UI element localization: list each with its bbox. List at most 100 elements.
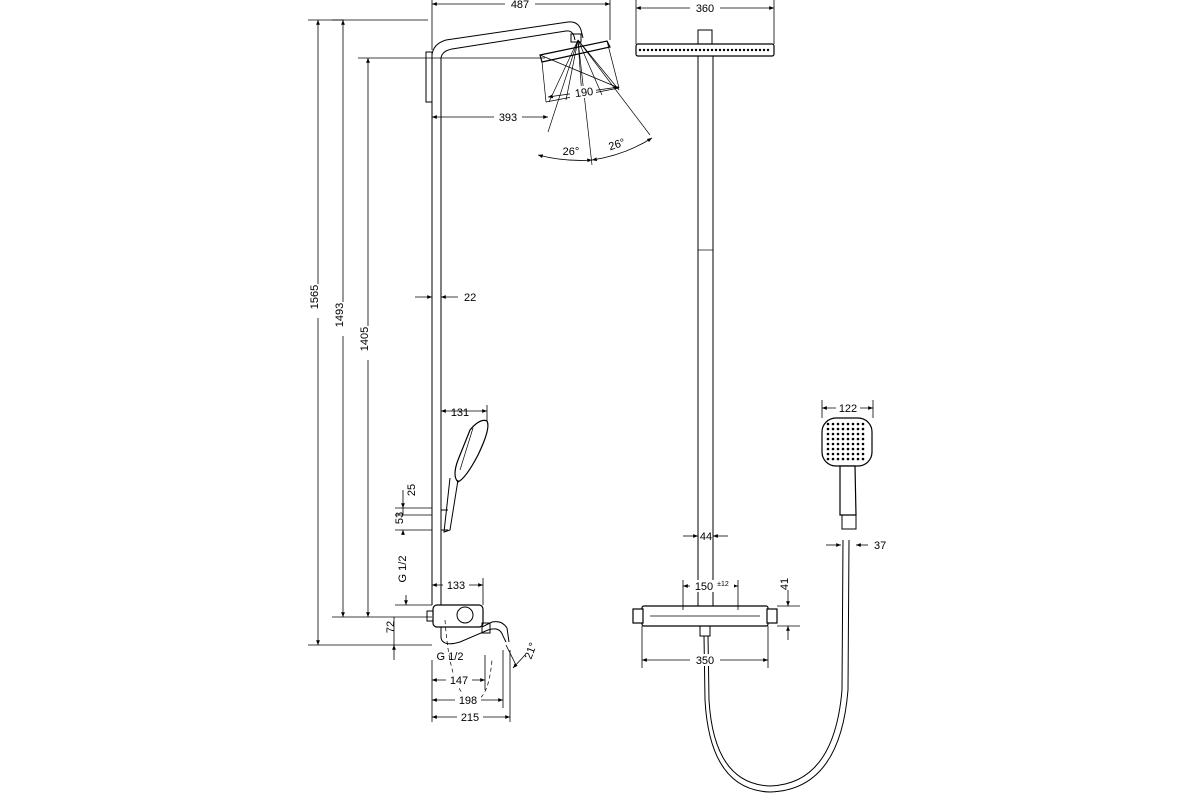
nozzle-dot	[686, 48, 690, 52]
nozzle-dot	[694, 48, 698, 52]
hand-nozzle-dot	[841, 452, 845, 456]
hand-nozzle-dot	[831, 447, 835, 451]
hand-nozzle-dot	[861, 457, 865, 461]
g12-left-label: G 1/2	[397, 556, 409, 583]
front-view: 360 44 150 ±12 41	[632, 0, 886, 793]
dim-350: 350	[641, 626, 769, 668]
angle-26-left-label: 26°	[563, 146, 580, 158]
dim-122-label: 122	[839, 403, 857, 415]
hand-nozzle-dot	[851, 437, 855, 441]
side-shower-arm	[425, 21, 584, 103]
hand-nozzle-dot	[856, 427, 860, 431]
nozzle-dot	[682, 48, 686, 52]
nozzle-dot	[706, 48, 710, 52]
dim-150-tolerance: ±12	[717, 581, 729, 588]
side-thermostat-body	[426, 604, 484, 628]
hand-nozzle-dot	[846, 437, 850, 441]
nozzle-dot	[690, 48, 694, 52]
hand-nozzle-dot	[856, 432, 860, 436]
nozzle-dot	[750, 48, 754, 52]
hand-nozzle-dot	[851, 442, 855, 446]
dim-133-label: 133	[447, 580, 465, 592]
dim-41: 41	[777, 578, 800, 640]
hand-nozzle-dot	[846, 457, 850, 461]
front-vertical-pipe	[697, 56, 714, 606]
front-overhead-shower-head	[635, 29, 775, 57]
nozzle-dot	[758, 48, 762, 52]
hand-nozzle-dot	[836, 432, 840, 436]
hand-nozzle-dot	[831, 452, 835, 456]
hand-nozzle-dot	[856, 422, 860, 426]
dim-150-label: 150	[695, 581, 713, 593]
nozzle-dot	[666, 48, 670, 52]
nozzle-dot	[766, 48, 770, 52]
nozzle-dot	[702, 48, 706, 52]
nozzle-dot	[670, 48, 674, 52]
dim-25-label: 25	[406, 484, 418, 496]
dim-25-53: 25 53	[394, 484, 432, 535]
g12-bottom-label: G 1/2	[437, 651, 464, 663]
dim-22: 22	[415, 292, 476, 304]
hand-nozzle-dot	[826, 452, 830, 456]
hand-nozzle-dot	[836, 427, 840, 431]
nozzle-dot	[678, 48, 682, 52]
hand-nozzle-dot	[836, 452, 840, 456]
hand-nozzle-dot	[841, 422, 845, 426]
dim-22-label: 22	[464, 292, 476, 304]
hand-nozzle-dot	[841, 427, 845, 431]
dim-198: 198	[432, 650, 504, 708]
dim-44: 44	[683, 531, 728, 543]
dim-1493: 1493	[332, 19, 432, 618]
nozzle-dot	[722, 48, 726, 52]
dim-360: 360	[635, 0, 775, 44]
nozzle-dot	[762, 48, 766, 52]
hand-nozzle-dot	[856, 442, 860, 446]
hand-nozzle-dot	[831, 427, 835, 431]
hand-nozzle-dot	[826, 437, 830, 441]
angle-21-label: 21°	[523, 641, 540, 661]
nozzle-dot	[710, 48, 714, 52]
hand-nozzle-dot	[861, 427, 865, 431]
hand-nozzle-dot	[836, 422, 840, 426]
hand-nozzle-dot	[846, 452, 850, 456]
nozzle-dot	[638, 48, 642, 52]
hand-nozzle-dot	[861, 422, 865, 426]
hand-nozzle-dot	[841, 447, 845, 451]
nozzle-dot	[662, 48, 666, 52]
side-hand-shower	[441, 419, 489, 533]
nozzle-dot	[642, 48, 646, 52]
side-overhead-shower-head	[537, 39, 653, 166]
hand-nozzle-dot	[861, 432, 865, 436]
dim-147-label: 147	[450, 675, 468, 687]
dim-215: 215	[432, 650, 511, 724]
hand-nozzle-dot	[841, 457, 845, 461]
hand-nozzle-dot	[861, 437, 865, 441]
dim-190: 190	[547, 85, 620, 100]
hand-nozzle-dot	[826, 432, 830, 436]
hand-nozzle-dot	[846, 432, 850, 436]
dim-37-label: 37	[874, 540, 886, 552]
nozzle-dot	[734, 48, 738, 52]
hand-nozzle-dot	[826, 442, 830, 446]
side-view: 487 190 393 26° 26° 1565	[308, 0, 653, 724]
hand-nozzle-dot	[826, 457, 830, 461]
hand-nozzle-dot	[841, 437, 845, 441]
front-shower-hose	[703, 539, 850, 793]
hand-nozzle-dot	[861, 447, 865, 451]
nozzle-dot	[650, 48, 654, 52]
dim-150: 150 ±12	[682, 580, 739, 610]
nozzle-dot	[646, 48, 650, 52]
hand-nozzle-dot	[841, 432, 845, 436]
hand-nozzle-dot	[861, 442, 865, 446]
nozzle-dot	[654, 48, 658, 52]
hand-nozzle-dot	[861, 452, 865, 456]
nozzle-dot	[698, 48, 702, 52]
dim-131-label: 131	[451, 407, 469, 419]
dim-147: 147	[431, 655, 486, 722]
hand-nozzle-dot	[846, 422, 850, 426]
hand-nozzle-dot	[826, 447, 830, 451]
nozzle-dot	[718, 48, 722, 52]
dim-360-label: 360	[696, 3, 714, 15]
dim-190-label: 190	[574, 86, 594, 100]
hand-nozzle-dot	[841, 442, 845, 446]
